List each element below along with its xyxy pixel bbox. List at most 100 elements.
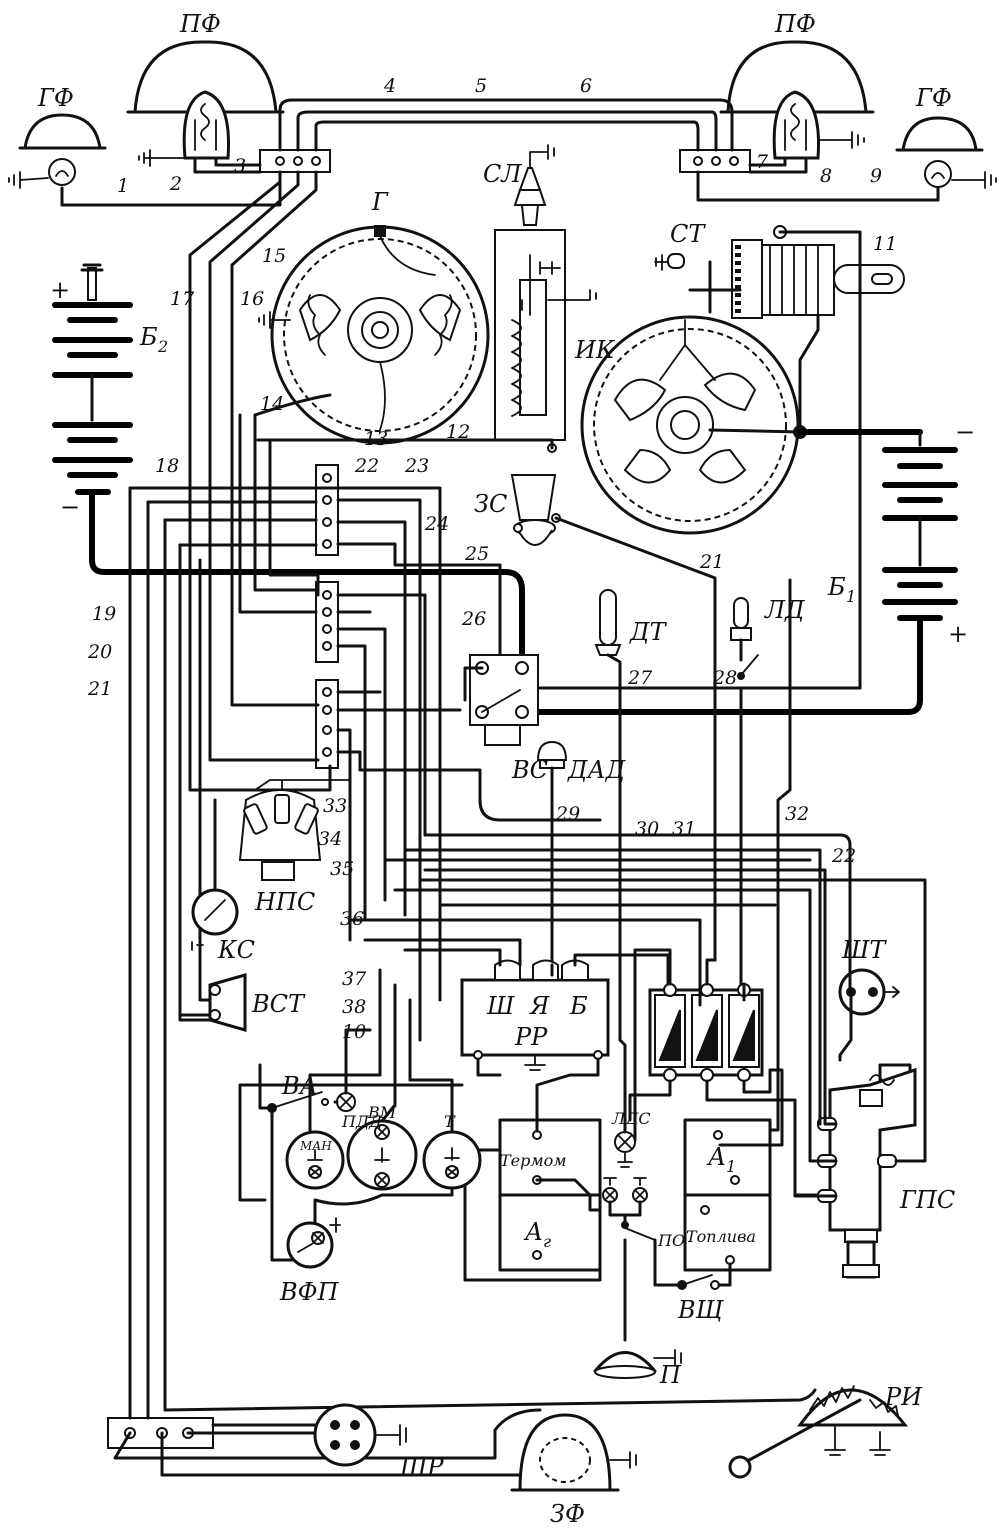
label-ag: А <box>523 1218 543 1246</box>
wire-number: 22 <box>354 455 379 477</box>
label-rr: РР <box>514 1023 548 1051</box>
label-vm: ВМ <box>367 1103 397 1122</box>
label-va: ВА <box>281 1072 318 1100</box>
wire-number: 31 <box>672 818 696 840</box>
wire-number: 24 <box>424 513 449 535</box>
sidelight-right-gf <box>895 116 997 189</box>
wire-number: 18 <box>155 455 179 477</box>
ammeter-vm <box>346 1119 418 1191</box>
starter-switch-26 <box>463 654 539 746</box>
wire-number: 36 <box>340 908 364 930</box>
temperature-sensor-dt <box>594 589 622 1042</box>
starter-motor <box>580 315 807 535</box>
lamps-po <box>602 1177 656 1342</box>
wire-number: 21 <box>699 551 724 573</box>
rear-light-zf <box>510 1413 637 1492</box>
label-t: Т <box>444 1112 456 1131</box>
label-b-terminal: Б <box>569 992 588 1020</box>
wire-number: 4 <box>383 75 396 97</box>
label-toplivo: Топлива <box>686 1227 756 1246</box>
label-pdd: ПДД <box>341 1112 383 1131</box>
label-termom: Термом <box>500 1151 567 1170</box>
label-shr: ШР <box>399 1453 444 1481</box>
label-pf-right: ПФ <box>774 10 816 38</box>
label-b1-sub: 1 <box>846 587 856 606</box>
wire-number: 34 <box>318 828 342 850</box>
label-ag-sub: г <box>543 1232 551 1251</box>
wire-number: 22 <box>831 845 856 867</box>
label-po: ПО <box>657 1231 685 1250</box>
wire-number: 5 <box>475 75 487 97</box>
wire-number: 25 <box>464 543 489 565</box>
label-ks: КС <box>217 936 255 964</box>
wire-number: 10 <box>342 1021 366 1043</box>
label-a1-sub: 1 <box>726 1157 736 1176</box>
label-vfp: ВФП <box>279 1278 340 1306</box>
label-b2-minus: − <box>60 493 80 521</box>
label-ld: ЛД <box>764 596 805 624</box>
label-sht: ШТ <box>841 936 887 964</box>
label-b1-plus: + <box>948 620 968 648</box>
terminal-block-b <box>315 581 339 663</box>
generator-g <box>258 225 490 445</box>
starter-relay-st <box>654 225 905 690</box>
label-b1-minus: − <box>955 418 975 446</box>
wire-number: 12 <box>446 421 470 443</box>
fuse-switch-vst <box>178 973 247 1032</box>
horn-sl <box>513 144 555 226</box>
wire-number: 16 <box>240 288 264 310</box>
wire-number: 17 <box>170 288 195 310</box>
wire-number: 35 <box>330 858 354 880</box>
wire-number: 7 <box>756 151 769 173</box>
label-b2-plus: + <box>50 276 70 304</box>
wire-number: 11 <box>873 233 897 255</box>
label-vst: ВСТ <box>251 990 306 1018</box>
oil-pressure-gauge-man <box>285 1130 345 1190</box>
headlight-left-pf <box>126 40 285 167</box>
wire-number: 9 <box>870 165 882 187</box>
label-pf-left: ПФ <box>179 10 221 38</box>
label-st: СТ <box>670 220 706 248</box>
wire-number: 33 <box>323 795 347 817</box>
label-b2: Б <box>139 323 158 351</box>
label-a1: А <box>706 1143 726 1171</box>
label-ri: РИ <box>884 1383 923 1411</box>
wire-number: 38 <box>342 996 366 1018</box>
label-gf-left: ГФ <box>37 84 74 112</box>
label-g: Г <box>371 188 389 216</box>
label-gps: ГПС <box>899 1186 955 1214</box>
wire-number: 23 <box>404 455 429 477</box>
wire-number: 26 <box>461 608 486 630</box>
wire-number: 15 <box>262 245 286 267</box>
wire-number: 20 <box>87 641 112 663</box>
wire-number: 3 <box>234 155 246 177</box>
coolant-switch-ks <box>191 798 239 951</box>
switch-vshch <box>653 1238 732 1290</box>
rear-socket-shr <box>313 1403 407 1467</box>
label-zf: ЗФ <box>550 1500 585 1528</box>
wire-number: 1 <box>117 175 129 197</box>
wire-number: 27 <box>627 667 653 689</box>
wire-number: 2 <box>169 173 182 195</box>
panel-light-switch-vfp <box>286 1186 454 1269</box>
wire-number: 37 <box>342 968 367 990</box>
temperature-gauge-t <box>422 1130 482 1190</box>
fuel-level-sender-ri <box>728 1385 909 1479</box>
headlight-switch-gps <box>393 868 927 1279</box>
label-lds: ЛДС <box>611 1109 651 1128</box>
label-sh: Ш <box>486 992 515 1020</box>
label-zs: ЗС <box>474 490 507 518</box>
wire-number: 13 <box>364 428 388 450</box>
label-dad: ДАД <box>567 756 626 784</box>
wire-number: 8 <box>820 165 832 187</box>
headlight-right-pf <box>719 40 875 160</box>
wire-number: 14 <box>260 393 284 415</box>
voltage-regulator-rr <box>460 959 610 1071</box>
label-vshch: ВЩ <box>677 1296 725 1324</box>
label-man: МАН <box>299 1139 332 1153</box>
label-nps: НПС <box>254 888 315 916</box>
label-ik: ИК <box>574 336 616 364</box>
distributor-nps <box>238 779 351 881</box>
label-ya: Я <box>529 992 550 1020</box>
